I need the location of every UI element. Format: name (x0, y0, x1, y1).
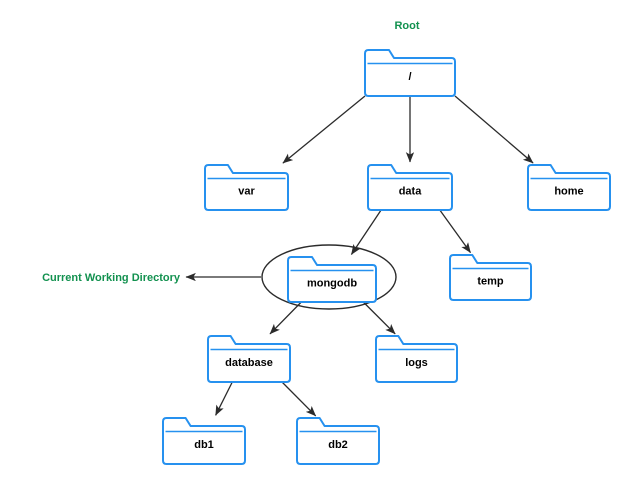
folder-node-home[interactable]: home (527, 164, 611, 211)
edge-database-to-db2 (281, 381, 317, 417)
folder-label-var: var (238, 185, 255, 197)
folder-icon-root (364, 49, 456, 97)
folder-label-root: / (408, 71, 411, 83)
edge-root-to-home (454, 95, 534, 164)
folder-icon-home (527, 164, 611, 211)
folder-icon-mongodb (287, 256, 377, 303)
folder-node-db2[interactable]: db2 (296, 417, 380, 465)
folder-icon-logs (375, 335, 458, 383)
folder-icon-db1 (162, 417, 246, 465)
folder-icon-var (204, 164, 289, 211)
folder-label-home: home (554, 185, 583, 197)
folder-label-mongodb: mongodb (307, 277, 357, 289)
edge-database-to-db1 (215, 381, 233, 416)
folder-node-mongodb[interactable]: mongodb (287, 256, 377, 303)
edge-data-to-temp (439, 209, 472, 254)
folder-node-var[interactable]: var (204, 164, 289, 211)
folder-label-db1: db1 (194, 439, 214, 451)
folder-label-db2: db2 (328, 439, 348, 451)
folder-label-logs: logs (405, 357, 428, 369)
folder-node-database[interactable]: database (207, 335, 291, 383)
folder-icon-db2 (296, 417, 380, 465)
folder-icon-data (367, 164, 453, 211)
folder-node-data[interactable]: data (367, 164, 453, 211)
current-working-directory-callout: Current Working Directory (42, 272, 261, 284)
folder-node-root[interactable]: / (364, 49, 456, 97)
current-working-directory-highlight-ellipse (261, 244, 397, 310)
folder-icon-database (207, 335, 291, 383)
folder-label-data: data (399, 185, 423, 197)
current-working-directory-label: Current Working Directory (42, 272, 181, 284)
edge-mongodb-to-database (269, 301, 302, 335)
edges-layer (215, 95, 534, 417)
folder-nodes-layer: / var data home mongodb temp database logs db1 db… (162, 49, 611, 465)
folder-node-logs[interactable]: logs (375, 335, 458, 383)
edge-root-to-var (282, 95, 366, 164)
edge-mongodb-to-logs (362, 301, 396, 335)
folder-label-database: database (225, 357, 273, 369)
root-label: Root (394, 20, 419, 32)
folder-node-db1[interactable]: db1 (162, 417, 246, 465)
folder-icon-temp (449, 254, 532, 301)
folder-label-temp: temp (477, 275, 504, 287)
folder-node-temp[interactable]: temp (449, 254, 532, 301)
